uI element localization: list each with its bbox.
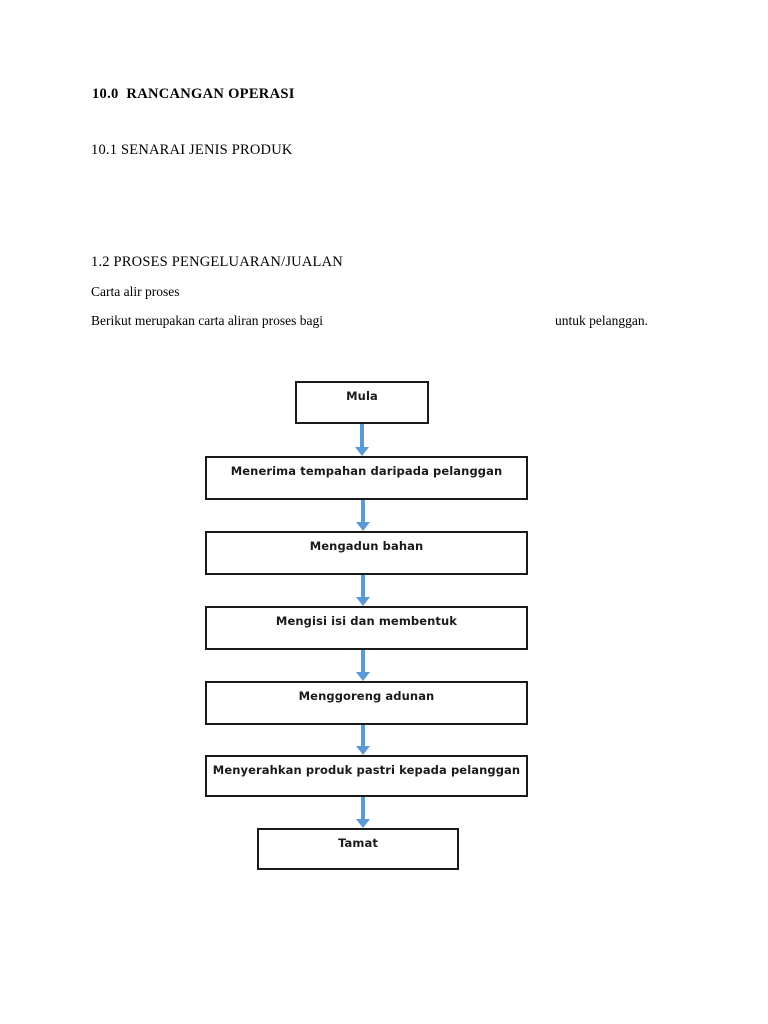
body-text-carta-alir: Carta alir proses [91, 284, 180, 299]
flow-arrow-start-to-step1 [352, 424, 372, 456]
flow-node-step1: Menerima tempahan daripada pelanggan [205, 456, 528, 500]
arrow-shaft [360, 424, 364, 447]
flow-node-step5: Menyerahkan produk pastri kepada pelangg… [205, 755, 528, 797]
page-title: 10.0 RANCANGAN OPERASI [92, 86, 295, 102]
arrow-head-icon [355, 447, 369, 456]
flow-arrow-step5-to-end [353, 797, 373, 828]
flow-node-step4: Menggoreng adunan [205, 681, 528, 725]
flow-arrow-step1-to-step2 [353, 500, 373, 531]
arrow-head-icon [356, 597, 370, 606]
arrow-shaft [361, 575, 365, 597]
arrow-head-icon [356, 522, 370, 531]
flow-arrow-step3-to-step4 [353, 650, 373, 681]
body-text-intro-tail: untuk pelanggan. [555, 313, 648, 328]
arrow-shaft [361, 650, 365, 672]
flow-arrow-step4-to-step5 [353, 725, 373, 755]
section-heading-10-1: 10.1 SENARAI JENIS PRODUK [91, 142, 293, 158]
section-heading-1-2: 1.2 PROSES PENGELUARAN/JUALAN [91, 254, 343, 270]
arrow-shaft [361, 500, 365, 522]
body-text-intro: Berikut merupakan carta aliran proses ba… [91, 313, 324, 328]
arrow-shaft [361, 797, 365, 819]
arrow-head-icon [356, 819, 370, 828]
flow-node-start: Mula [295, 381, 429, 424]
flow-node-end: Tamat [257, 828, 459, 870]
arrow-head-icon [356, 672, 370, 681]
flow-node-step2: Mengadun bahan [205, 531, 528, 575]
flow-node-step3: Mengisi isi dan membentuk [205, 606, 528, 650]
arrow-shaft [361, 725, 365, 746]
arrow-head-icon [356, 746, 370, 755]
flow-arrow-step2-to-step3 [353, 575, 373, 606]
